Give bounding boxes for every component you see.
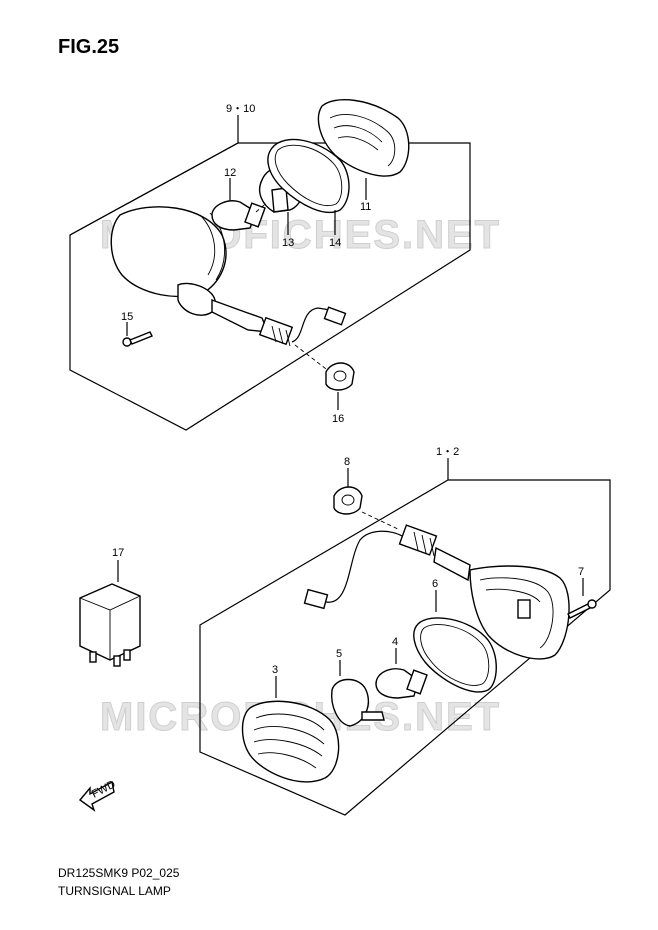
part-label-4: 4 — [392, 636, 398, 648]
socket-5 — [331, 660, 385, 727]
nut-16 — [325, 362, 355, 410]
figure-title: FIG.25 — [58, 36, 120, 58]
figure-name: TURNSIGNAL LAMP — [58, 884, 171, 898]
part-label-5: 5 — [336, 648, 342, 660]
bulb-12 — [211, 178, 271, 231]
gasket-14 — [267, 138, 350, 235]
part-label-1-2: 1・2 — [436, 446, 459, 458]
part-label-13: 13 — [282, 237, 294, 249]
gasket-6 — [413, 590, 497, 693]
part-label-17: 17 — [112, 547, 124, 559]
fwd-arrow-icon: FWD — [78, 778, 118, 812]
screw-7 — [567, 578, 597, 619]
model-code: DR125SMK9 P02_025 — [58, 866, 180, 880]
part-label-7: 7 — [578, 566, 584, 578]
part-label-15: 15 — [121, 311, 133, 323]
part-label-8: 8 — [344, 456, 350, 468]
turnsignal-housing-rear — [110, 206, 347, 373]
screw-15 — [122, 322, 153, 347]
lens-11 — [317, 99, 410, 200]
part-label-11: 11 — [360, 201, 371, 213]
nut-8 — [333, 468, 401, 531]
part-label-9-10: 9・10 — [226, 103, 255, 115]
part-label-3: 3 — [272, 664, 278, 676]
turnsignal-housing-front — [303, 524, 570, 660]
part-label-6: 6 — [432, 578, 438, 590]
relay-17 — [79, 560, 141, 667]
lens-3 — [241, 676, 340, 783]
part-label-14: 14 — [329, 237, 341, 249]
part-label-12: 12 — [224, 167, 236, 179]
part-label-16: 16 — [332, 413, 344, 425]
bulb-4 — [375, 648, 428, 699]
